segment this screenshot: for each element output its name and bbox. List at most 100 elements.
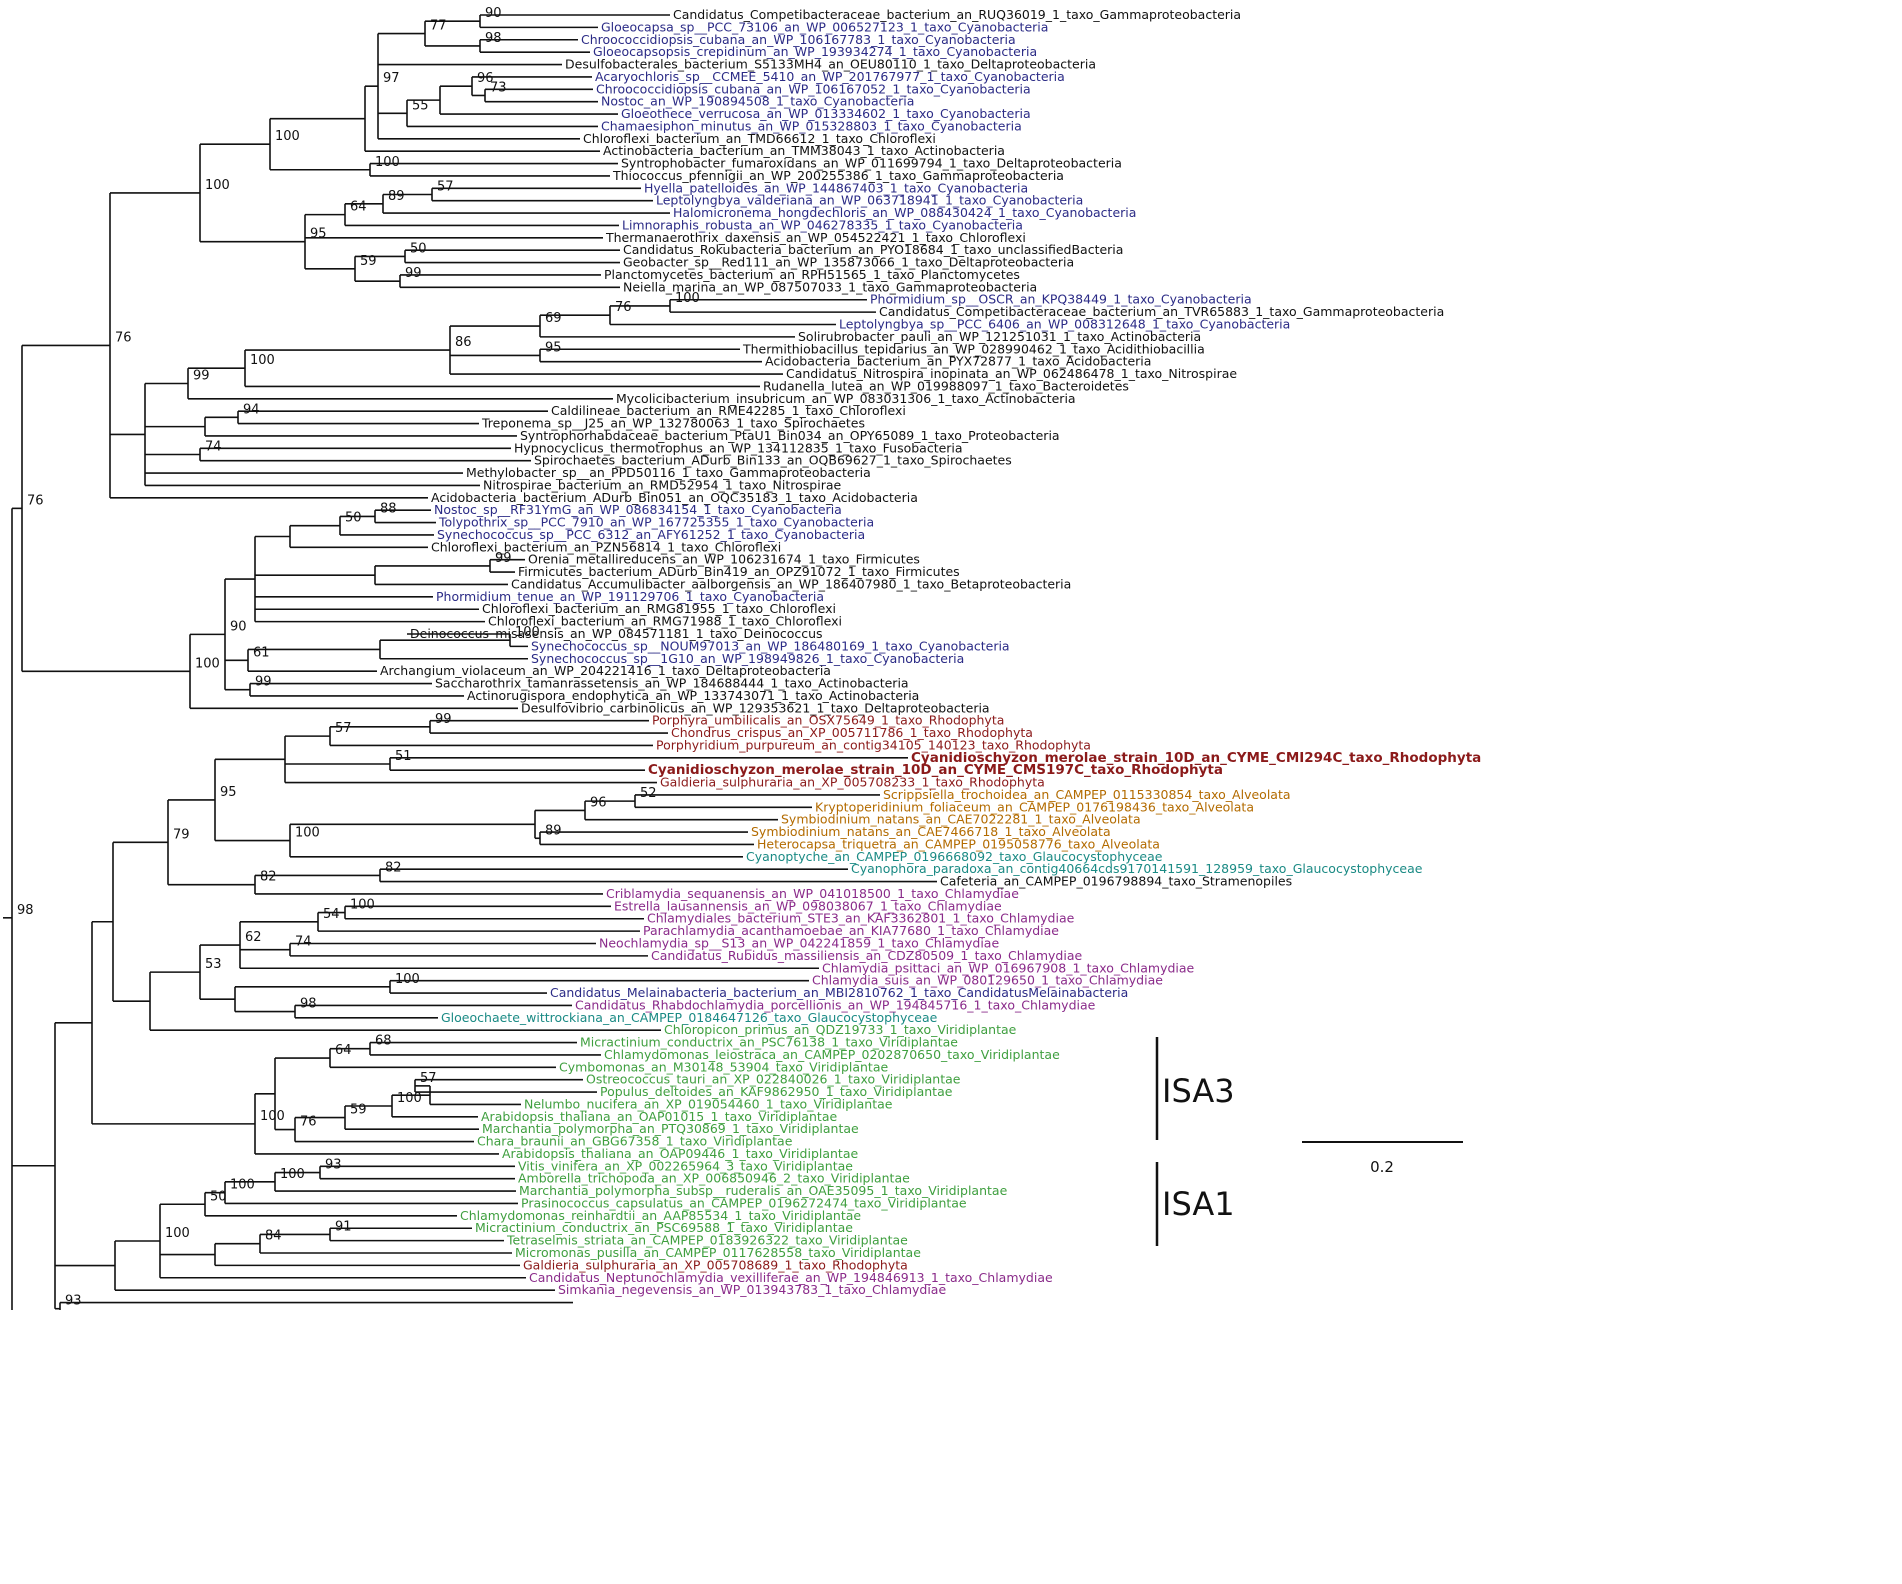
leaf-label: Acidobacteria_bacterium_ADurb_Bin051_an_… [431,490,918,505]
bootstrap-value: 98 [17,903,34,918]
leaf-label: Spirochaetes_bacterium_ADurb_Bin133_an_O… [534,453,1012,468]
bootstrap-value: 84 [265,1229,282,1244]
leaf-label: Firmicutes_bacterium_ADurb_Bin419_an_OPZ… [518,564,960,579]
bootstrap-value: 82 [260,870,277,885]
scale-bar-label: 0.2 [1370,1158,1394,1176]
leaf-label: Porphyra_umbilicalis_an_OSX75649_1_taxo_… [652,713,1004,728]
leaf-label: Methylobacter_sp__an_PPD50116_1_taxo_Gam… [466,465,871,480]
bootstrap-value: 50 [210,1189,227,1204]
bootstrap-value: 91 [335,1219,352,1234]
leaf-label: Syntrophobacter_fumaroxidans_an_WP_01169… [621,156,1122,171]
bootstrap-value: 76 [27,493,44,508]
bootstrap-value: 90 [230,619,247,634]
leaf-label: Marchantia_polymorpha_an_PTQ30869_1_taxo… [482,1121,859,1136]
bootstrap-value: 76 [300,1115,317,1130]
phylogenetic-tree: Candidatus_Competibacteraceae_bacterium_… [3,6,1481,1310]
bootstrap-value: 100 [205,178,230,193]
leaf-label: Marchantia_polymorpha_subsp__ruderalis_a… [519,1183,1008,1198]
leaf-label: Galdieria_sulphuraria_an_XP_005708233_1_… [660,775,1045,790]
clade-label-isa3: ISA3 [1162,1072,1235,1110]
clade-label-isa1: ISA1 [1162,1185,1235,1223]
bootstrap-value: 94 [243,402,260,417]
leaf-label: Chlamydia_suis_an_WP_080129650_1_taxo_Ch… [812,973,1163,988]
leaf-label: Synechococcus_sp__1G10_an_WP_198949826_1… [531,651,964,666]
leaf-label: Halomicronema_hongdechloris_an_WP_088430… [673,205,1136,220]
bootstrap-value: 100 [515,625,540,640]
bootstrap-value: 52 [640,786,657,801]
leaf-label: Porphyridium_purpureum_an_contig34105_14… [656,737,1091,752]
bootstrap-value: 57 [420,1071,437,1086]
bootstrap-value: 98 [485,31,502,46]
leaf-label: Phormidium_sp__OSCR_an_KPQ38449_1_taxo_C… [870,292,1252,307]
bootstrap-labels: 9098777396559710010057896450995995100100… [17,6,700,1309]
leaf-label: Arabidopsis_thaliana_an_OAP09446_1_taxo_… [502,1146,858,1161]
leaf-label: Hyella_patelloides_an_WP_144867403_1_tax… [644,180,1028,195]
bootstrap-value: 99 [193,368,210,383]
leaf-label: Tetraselmis_striata_an_CAMPEP_0183926322… [506,1233,908,1248]
bootstrap-value: 100 [195,656,220,671]
leaf-label: Candidatus_Accumulibacter_aalborgensis_a… [511,576,1071,591]
leaf-label: Gloeocapsopsis_crepidinum_an_WP_19393427… [593,44,1037,59]
bootstrap-value: 100 [375,155,400,170]
bootstrap-value: 95 [545,340,562,355]
bootstrap-value: 100 [260,1109,285,1124]
bootstrap-value: 76 [615,300,632,315]
leaf-label: Chloroflexi_bacterium_an_PZN56814_1_taxo… [431,539,781,554]
leaf-label: Neochlamydia_sp__S13_an_WP_042241859_1_t… [599,936,999,951]
leaf-label: Ostreococcus_tauri_an_XP_022840026_1_tax… [586,1072,961,1087]
bootstrap-value: 100 [165,1226,190,1241]
bootstrap-value: 89 [388,189,405,204]
leaf-label: Deinococcus_misasensis_an_WP_084571181_1… [410,626,823,641]
leaf-label: Tolypothrix_sp__PCC_7910_an_WP_167725355… [438,515,874,530]
leaf-label: Nostoc_an_WP_190894508_1_taxo_Cyanobacte… [601,94,914,109]
leaf-label: Arabidopsis_thaliana_an_OAP01015_1_taxo_… [481,1109,837,1124]
bootstrap-value: 64 [350,200,367,215]
bootstrap-value: 64 [335,1043,352,1058]
bootstrap-value: 98 [300,997,317,1012]
leaf-label: Micractinium_conductrix_an_PSC69588_1_ta… [475,1220,853,1235]
leaf-label: Neiella_marina_an_WP_087507033_1_taxo_Ga… [623,279,1037,294]
bootstrap-value: 59 [360,254,377,269]
leaf-label: Chlamydia_psittaci_an_WP_016967908_1_tax… [822,960,1195,975]
leaf-label: Parachlamydia_acanthamoebae_an_KIA77680_… [643,923,1059,938]
leaf-label: Desulfovibrio_carbinolicus_an_WP_1293536… [521,700,990,715]
leaf-label: Thiococcus_pfennigii_an_WP_200255386_1_t… [612,168,1064,183]
leaf-label: Thermanaerothrix_daxensis_an_WP_05452242… [605,230,1026,245]
leaf-label: Cyanoptyche_an_CAMPEP_0196668092_taxo_Gl… [746,849,1163,864]
bootstrap-value: 50 [345,511,362,526]
leaf-label: Gloeocapsa_sp__PCC_73106_an_WP_006527123… [601,19,1048,34]
leaf-label: Caldilineae_bacterium_an_RME42285_1_taxo… [551,403,906,418]
leaf-label: Geobacter_sp__Red111_an_WP_135873066_1_t… [623,255,1074,270]
leaf-label: Cafeteria_an_CAMPEP_0196798894_taxo_Stra… [940,874,1292,889]
leaf-label: Desulfobacterales_bacterium_S5133MH4_an_… [565,57,1096,72]
leaf-label: Prasinococcus_capsulatus_an_CAMPEP_01962… [521,1195,967,1210]
leaf-label: Phormidium_tenue_an_WP_191129706_1_taxo_… [436,589,824,604]
bootstrap-value: 59 [350,1103,367,1118]
leaf-label: Symbiodinium_natans_an_CAE7022281_1_taxo… [781,812,1141,827]
leaf-label: Chloroflexi_bacterium_an_RMG81955_1_taxo… [482,601,836,616]
leaf-label: Nelumbo_nucifera_an_XP_019054460_1_taxo_… [524,1096,893,1111]
leaf-label: Chlamydiales_bacterium_STE3_an_KAF336280… [647,911,1075,926]
bootstrap-value: 57 [335,721,352,736]
leaf-label: Cyanophora_paradoxa_an_contig40664cds917… [851,861,1423,876]
bootstrap-value: 95 [310,227,327,242]
bootstrap-value: 76 [115,330,132,345]
leaf-label: Galdieria_sulphuraria_an_XP_005708689_1_… [523,1257,908,1272]
bootstrap-value: 79 [173,827,190,842]
leaf-label: Estrella_lausannensis_an_WP_098038067_1_… [614,898,1002,913]
leaf-label: Cyanidioschyzon_merolae_strain_10D_an_CY… [648,762,1223,778]
bootstrap-value: 99 [255,675,272,690]
leaf-label: Candidatus_Nitrospira_inopinata_an_WP_06… [786,366,1237,381]
leaf-label: Chloroflexi_bacterium_an_TMD66612_1_taxo… [583,131,936,146]
bootstrap-value: 93 [325,1158,342,1173]
leaf-label: Chondrus_crispus_an_XP_005711786_1_taxo_… [671,725,1033,740]
bootstrap-value: 50 [410,241,427,256]
leaf-label: Chloropicon_primus_an_QDZ19733_1_taxo_Vi… [664,1022,1017,1037]
leaf-label: Chara_braunii_an_GBG67358_1_taxo_Viridip… [477,1134,793,1149]
leaf-label: Cymbomonas_an_M30148_53904_taxo_Viridipl… [559,1059,888,1074]
bootstrap-value: 99 [495,551,512,566]
scale-bar: 0.2 [1302,1141,1463,1176]
bootstrap-value: 100 [350,898,375,913]
leaf-label: Limnoraphis_robusta_an_WP_046278335_1_ta… [622,217,1023,232]
leaf-label: Vitis_vinifera_an_XP_002265964_3_taxo_Vi… [518,1158,853,1173]
